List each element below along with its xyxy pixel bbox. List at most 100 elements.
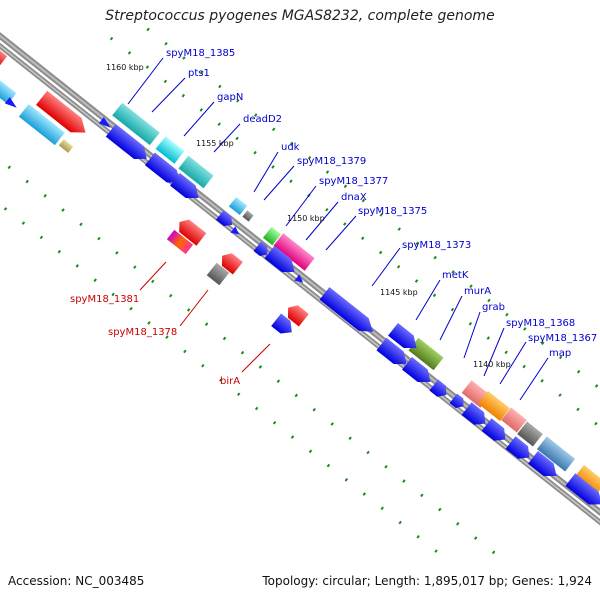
gene-label[interactable]: udk xyxy=(281,142,300,153)
gene-feature[interactable] xyxy=(0,77,17,105)
gene-feature[interactable] xyxy=(505,436,535,463)
scale-tick xyxy=(219,378,223,382)
gene-feature[interactable] xyxy=(273,233,315,271)
gene-feature[interactable] xyxy=(228,196,248,216)
scale-tick xyxy=(594,384,599,388)
gene-feature[interactable] xyxy=(565,473,600,510)
gene-label[interactable]: metK xyxy=(442,270,469,281)
gene-feature[interactable] xyxy=(388,323,421,354)
gene-feature[interactable] xyxy=(408,337,444,371)
scale-tick xyxy=(505,312,509,317)
gene-feature[interactable] xyxy=(58,139,74,153)
gene-feature[interactable] xyxy=(230,226,241,237)
gene-label[interactable]: spyM18_1373 xyxy=(402,240,471,251)
gene-label[interactable]: deadD2 xyxy=(243,114,282,125)
gene-feature[interactable] xyxy=(262,226,282,246)
gene-feature[interactable] xyxy=(216,210,236,229)
gene-feature[interactable] xyxy=(242,210,254,222)
gene-feature[interactable] xyxy=(481,418,511,445)
scale-tick xyxy=(343,222,347,226)
gene-label[interactable]: murA xyxy=(464,286,491,297)
gene-label[interactable]: gapN xyxy=(217,92,243,103)
scale-tick xyxy=(258,365,263,369)
gene-feature[interactable] xyxy=(501,407,527,433)
gene-feature[interactable] xyxy=(294,274,305,285)
scale-tick xyxy=(420,493,424,498)
scale-tick xyxy=(366,450,370,455)
scale-tick xyxy=(379,213,384,217)
map-title: Streptococcus pyogenes MGAS8232, complet… xyxy=(105,8,495,24)
gene-label[interactable]: spyM18_1379 xyxy=(297,156,366,167)
gene-label[interactable]: spyM18_1368 xyxy=(506,318,575,329)
scale-tick xyxy=(541,341,545,345)
scale-tick xyxy=(362,492,367,496)
gene-feature[interactable] xyxy=(517,421,543,447)
gene-feature[interactable] xyxy=(574,465,600,495)
scale-tick xyxy=(325,207,329,212)
gene-label[interactable]: pts1 xyxy=(188,68,210,79)
scale-tick xyxy=(181,93,186,98)
scale-tick xyxy=(523,327,527,331)
gene-label[interactable]: spyM18_1367 xyxy=(528,333,597,344)
scale-tick xyxy=(200,70,204,75)
gene-feature[interactable] xyxy=(264,245,299,278)
gene-feature[interactable] xyxy=(206,262,230,286)
scale-tick xyxy=(21,221,26,225)
gene-feature[interactable] xyxy=(429,379,450,401)
gene-feature[interactable] xyxy=(98,117,113,131)
scale-tick xyxy=(361,198,366,203)
gene-feature[interactable] xyxy=(174,216,207,246)
scale-tick xyxy=(235,136,239,141)
gene-feature[interactable] xyxy=(105,124,152,165)
scale-ticks xyxy=(3,27,599,555)
scale-tick xyxy=(254,113,258,117)
scale-tick xyxy=(468,322,473,326)
scale-tick xyxy=(414,279,419,283)
gene-feature[interactable] xyxy=(478,391,510,421)
gene-feature[interactable] xyxy=(144,152,185,189)
scale-tick xyxy=(473,536,478,540)
gene-feature[interactable] xyxy=(283,302,309,327)
scale-tick xyxy=(432,293,437,298)
gene-feature[interactable] xyxy=(402,357,435,388)
gene-feature[interactable] xyxy=(253,241,272,259)
scale-tick xyxy=(217,122,221,126)
gene-feature[interactable] xyxy=(155,136,185,164)
gene-feature[interactable] xyxy=(319,287,379,338)
gene-feature[interactable] xyxy=(536,436,576,472)
gene-label[interactable]: grab xyxy=(482,302,505,313)
gene-feature[interactable] xyxy=(36,90,91,140)
gene-label[interactable]: map xyxy=(549,348,571,359)
scale-tick xyxy=(398,520,402,525)
scale-tick xyxy=(222,336,227,341)
gene-label[interactable]: dnaX xyxy=(341,192,367,203)
gene-feature[interactable] xyxy=(271,313,297,339)
gene-label[interactable]: spyM18_1377 xyxy=(319,176,388,187)
gene-feature[interactable] xyxy=(112,102,160,146)
gene-feature[interactable] xyxy=(170,173,203,204)
scale-tick xyxy=(199,108,203,112)
gene-label[interactable]: birA xyxy=(220,376,240,387)
scale-tick xyxy=(438,507,442,512)
scale-tick xyxy=(201,363,205,368)
gene-label[interactable]: spyM18_1385 xyxy=(166,48,235,59)
scale-tick xyxy=(469,284,473,288)
gene-label[interactable]: spyM18_1381 xyxy=(70,294,139,305)
scale-tick xyxy=(271,127,276,132)
scale-tick xyxy=(289,141,294,146)
gene-feature[interactable] xyxy=(217,250,243,275)
gene-label[interactable]: spyM18_1378 xyxy=(108,327,177,338)
scale-tick xyxy=(397,227,401,231)
gene-feature[interactable] xyxy=(461,402,491,429)
gene-label[interactable]: spyM18_1375 xyxy=(358,206,427,217)
gene-feature[interactable] xyxy=(18,104,65,146)
gene-feature[interactable] xyxy=(528,451,561,482)
gene-feature[interactable] xyxy=(376,337,411,370)
scale-tick xyxy=(491,550,496,555)
scale-tick xyxy=(416,535,420,539)
gene-feature[interactable] xyxy=(449,393,468,411)
gene-feature[interactable] xyxy=(178,155,214,189)
gene-feature[interactable] xyxy=(166,229,194,255)
gene-feature[interactable] xyxy=(4,97,19,111)
scale-tick xyxy=(380,506,384,511)
